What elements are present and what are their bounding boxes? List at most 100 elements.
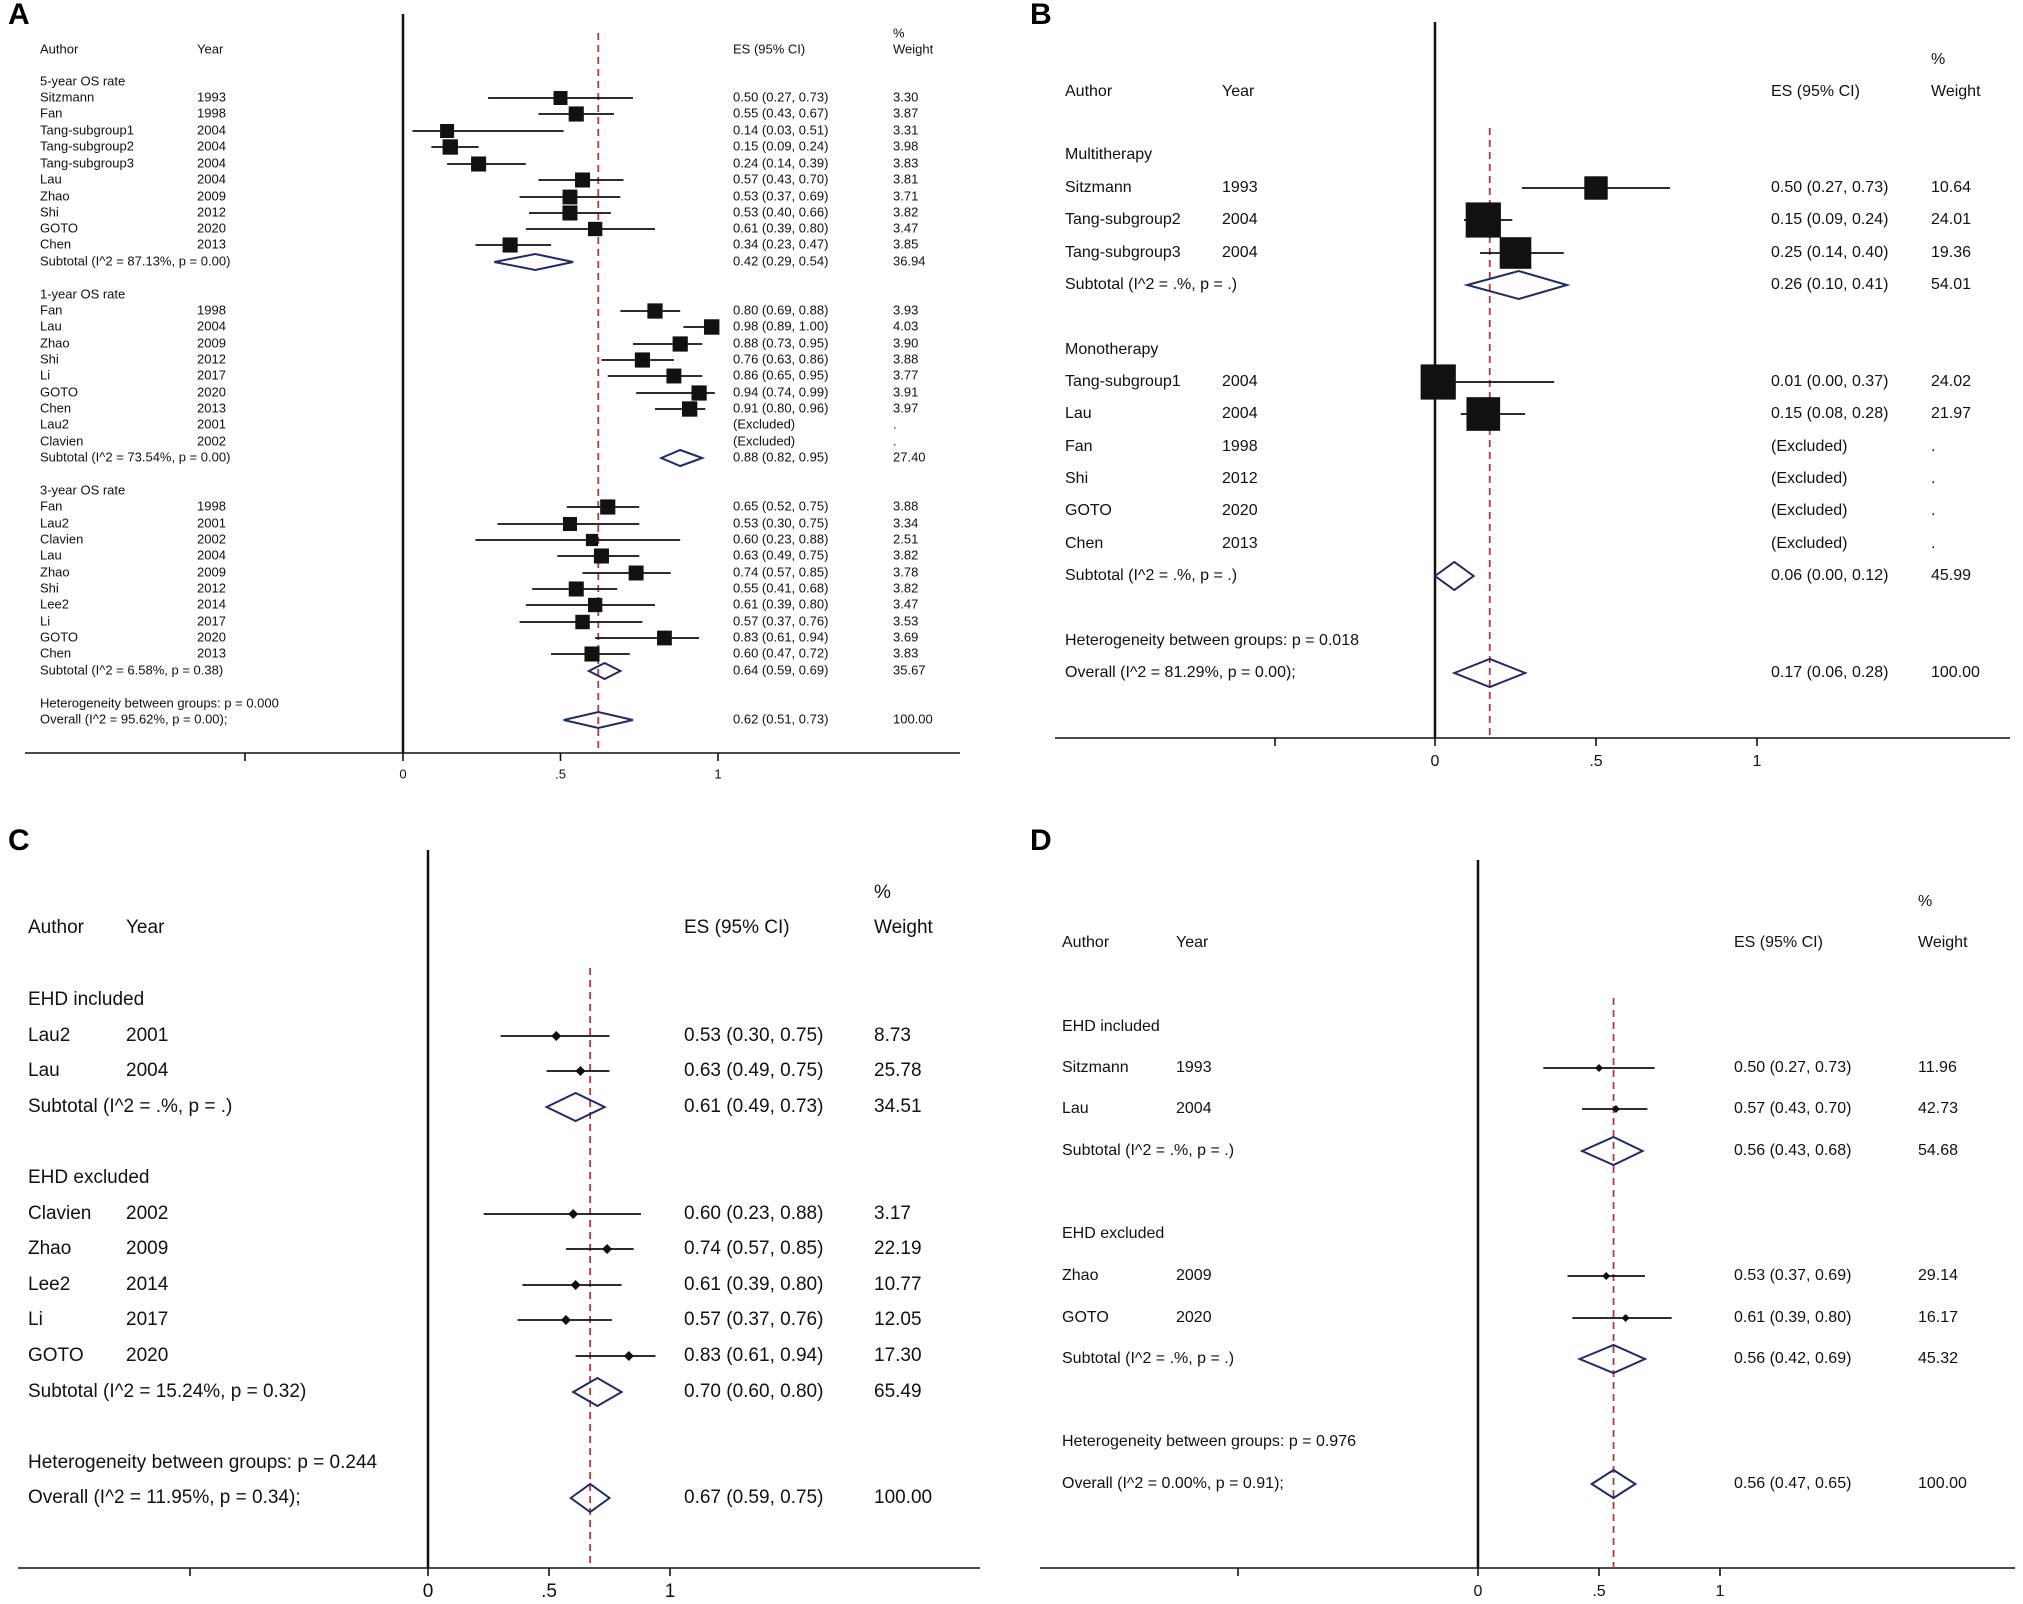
study-author: Fan xyxy=(1065,438,1093,455)
study-weight: 10.64 xyxy=(1931,179,1971,196)
study-es-ci: 0.57 (0.43, 0.70) xyxy=(733,171,828,186)
effect-size-square xyxy=(562,205,578,221)
study-author: Shi xyxy=(40,351,59,366)
study-es-ci: 0.98 (0.89, 1.00) xyxy=(733,318,828,333)
study-weight: 3.69 xyxy=(893,629,918,644)
effect-size-point xyxy=(1602,1272,1611,1280)
study-weight: 3.82 xyxy=(893,580,918,595)
study-author: Shi xyxy=(40,204,59,219)
study-author: Li xyxy=(40,613,50,628)
subtotal-row: Subtotal (I^2 = 73.54%, p = 0.00)0.88 (0… xyxy=(40,448,926,468)
effect-size-square xyxy=(587,221,603,237)
study-weight: . xyxy=(1931,470,1935,487)
subtotal-weight: 65.49 xyxy=(874,1381,922,1402)
overall-es-ci: 0.17 (0.06, 0.28) xyxy=(1771,664,1888,681)
study-es-ci: 0.50 (0.27, 0.73) xyxy=(1771,179,1888,196)
study-year: 2004 xyxy=(197,138,226,153)
subtotal-label: Subtotal (I^2 = .%, p = .) xyxy=(1062,1142,1234,1159)
study-weight: 3.53 xyxy=(893,613,918,628)
study-author: Chen xyxy=(40,236,71,251)
study-year: 2004 xyxy=(1222,405,1258,422)
study-author: Lau xyxy=(40,171,62,186)
group-label: Multitherapy xyxy=(1065,146,1152,163)
study-author: Lau xyxy=(40,318,62,333)
effect-size-square xyxy=(1584,176,1608,200)
study-es-ci: 0.88 (0.73, 0.95) xyxy=(733,335,828,350)
group-label: Monotherapy xyxy=(1065,341,1158,358)
subtotal-row: Subtotal (I^2 = 87.13%, p = 0.00)0.42 (0… xyxy=(40,252,926,272)
study-author: Chen xyxy=(40,400,71,415)
study-es-ci: 0.91 (0.80, 0.96) xyxy=(733,400,828,415)
study-weight: . xyxy=(1931,438,1935,455)
study-weight: 3.82 xyxy=(893,547,918,562)
subtotal-label: Subtotal (I^2 = 6.58%, p = 0.38) xyxy=(40,662,223,677)
study-es-ci: 0.57 (0.37, 0.76) xyxy=(684,1309,823,1330)
header-es: ES (95% CI) xyxy=(733,41,805,56)
study-es-ci: 0.55 (0.43, 0.67) xyxy=(733,105,828,120)
subtotal-diamond xyxy=(1579,1135,1645,1167)
overall-row: Overall (I^2 = 0.00%, p = 0.91);0.56 (0.… xyxy=(1062,1468,1967,1500)
header-es: ES (95% CI) xyxy=(684,917,790,938)
subtotal-weight: 54.01 xyxy=(1931,276,1971,293)
heterogeneity-label: Heterogeneity between groups: p = 0.000 xyxy=(40,695,279,710)
study-author: Lau2 xyxy=(40,416,69,431)
header-weight: Weight xyxy=(1918,934,1968,951)
subtotal-diamond xyxy=(1577,1343,1648,1375)
study-year: 2009 xyxy=(126,1238,168,1259)
study-es-ci: 0.60 (0.23, 0.88) xyxy=(733,531,828,546)
study-weight: 4.03 xyxy=(893,318,918,333)
study-year: 2002 xyxy=(197,531,226,546)
study-weight: 29.14 xyxy=(1918,1267,1958,1284)
study-author: Lau xyxy=(28,1060,60,1081)
study-year: 1998 xyxy=(1222,438,1258,455)
study-year: 2004 xyxy=(1222,244,1258,261)
subtotal-es-ci: 0.64 (0.59, 0.69) xyxy=(733,662,828,677)
x-tick-label: 1 xyxy=(1716,1583,1725,1600)
study-year: 2004 xyxy=(197,155,226,170)
study-es-ci: 0.60 (0.23, 0.88) xyxy=(684,1203,823,1224)
subtotal-es-ci: 0.56 (0.43, 0.68) xyxy=(1734,1142,1851,1159)
study-es-ci: 0.74 (0.57, 0.85) xyxy=(684,1238,823,1259)
effect-size-square xyxy=(628,565,644,581)
study-year: 2014 xyxy=(126,1274,169,1295)
subtotal-weight: 45.99 xyxy=(1931,567,1971,584)
study-weight: 2.51 xyxy=(893,531,918,546)
study-weight: . xyxy=(1931,502,1935,519)
effect-size-square xyxy=(634,352,650,368)
study-es-ci: 0.53 (0.37, 0.69) xyxy=(733,188,828,203)
subtotal-label: Subtotal (I^2 = 73.54%, p = 0.00) xyxy=(40,449,230,464)
study-author: Tang-subgroup3 xyxy=(40,155,134,170)
effect-size-point xyxy=(551,1031,562,1041)
subtotal-es-ci: 0.61 (0.49, 0.73) xyxy=(684,1096,823,1117)
study-year: 2020 xyxy=(197,220,226,235)
study-author: Zhao xyxy=(40,335,70,350)
header-year: Year xyxy=(197,41,224,56)
study-weight: 3.90 xyxy=(893,335,918,350)
overall-label: Overall (I^2 = 81.29%, p = 0.00); xyxy=(1065,664,1296,681)
subtotal-es-ci: 0.42 (0.29, 0.54) xyxy=(733,253,828,268)
study-author: Tang-subgroup1 xyxy=(1065,373,1181,390)
subtotal-row: Subtotal (I^2 = .%, p = .) 0.56 (0.43, 0.… xyxy=(1062,1135,1958,1167)
study-weight: 3.98 xyxy=(893,138,918,153)
subtotal-es-ci: 0.26 (0.10, 0.41) xyxy=(1771,276,1888,293)
study-author: Clavien xyxy=(40,433,83,448)
study-es-ci: 0.76 (0.63, 0.86) xyxy=(733,351,828,366)
study-author: Fan xyxy=(40,498,62,513)
study-year: 1993 xyxy=(1176,1059,1212,1076)
study-es-ci: 0.53 (0.30, 0.75) xyxy=(733,515,828,530)
effect-size-square xyxy=(568,581,584,597)
study-year: 2020 xyxy=(197,629,226,644)
study-es-ci: 0.25 (0.14, 0.40) xyxy=(1771,244,1888,261)
